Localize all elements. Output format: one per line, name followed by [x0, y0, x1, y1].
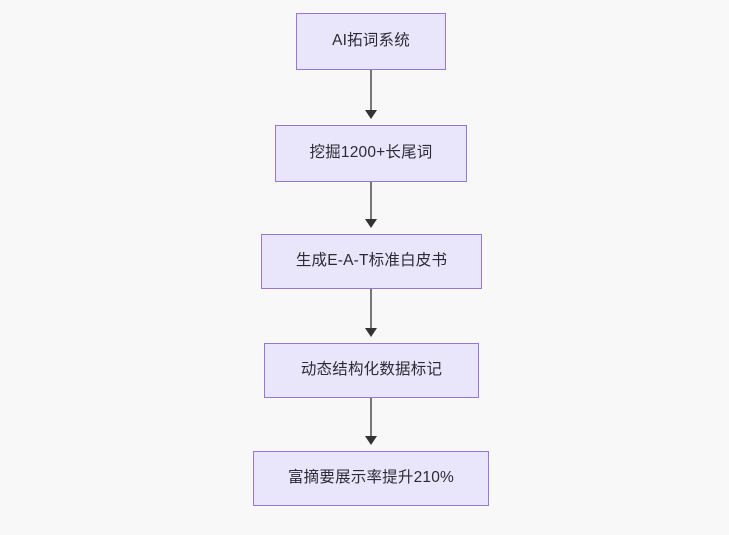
- flow-node-dynamic-structured-data-markup[interactable]: 动态结构化数据标记: [264, 343, 479, 398]
- flow-node-label: AI拓词系统: [332, 32, 410, 50]
- flow-node-label: 富摘要展示率提升210%: [287, 469, 455, 487]
- edge-n4-to-n5: [370, 398, 372, 442]
- flow-node-generate-eat-whitepaper[interactable]: 生成E-A-T标准白皮书: [261, 234, 482, 289]
- flow-node-label: 挖掘1200+长尾词: [309, 144, 433, 162]
- flow-node-rich-snippet-rate-increase[interactable]: 富摘要展示率提升210%: [253, 451, 489, 506]
- arrowhead-n4-to-n5: [365, 436, 377, 445]
- edge-n3-to-n4: [370, 289, 372, 334]
- flow-node-label: 动态结构化数据标记: [300, 361, 443, 379]
- arrowhead-n3-to-n4: [365, 328, 377, 337]
- arrowhead-n2-to-n3: [365, 219, 377, 228]
- edge-n1-to-n2: [370, 70, 372, 116]
- edge-n2-to-n3: [370, 182, 372, 225]
- flow-node-label: 生成E-A-T标准白皮书: [295, 252, 448, 270]
- flow-node-mine-longtail-keywords[interactable]: 挖掘1200+长尾词: [275, 125, 467, 182]
- arrowhead-n1-to-n2: [365, 110, 377, 119]
- flow-node-ai-keyword-system[interactable]: AI拓词系统: [296, 13, 446, 70]
